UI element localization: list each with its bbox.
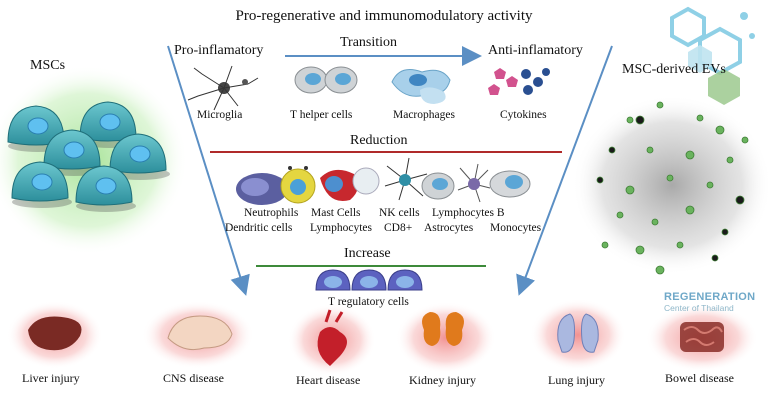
reduction-lymphocytes: Lymphocytes — [310, 222, 372, 234]
t-helper-icon — [294, 66, 358, 94]
ev-particle — [696, 114, 704, 122]
bowel-icon — [646, 304, 758, 372]
anti-inflammatory-label: Anti-inflamatory — [488, 43, 583, 58]
ev-particle — [685, 150, 695, 160]
reduction-illustrations — [236, 157, 531, 205]
organ-label-kidney: Kidney injury — [409, 373, 476, 387]
reduction-astrocytes: Astrocytes — [424, 222, 474, 234]
ev-particle — [646, 146, 654, 154]
organ-row — [7, 299, 758, 376]
ev-particle — [651, 218, 659, 226]
macrophage-icon — [391, 69, 451, 104]
reduction-monocytes: Monocytes — [490, 222, 542, 234]
reduction-lymphocytes-b: Lymphocytes B — [432, 207, 505, 219]
ev-particle — [608, 146, 616, 154]
ev-particle — [685, 205, 695, 215]
ev-particle — [656, 101, 664, 109]
ev-particle — [616, 211, 624, 219]
ev-label: MSC-derived EVs — [622, 62, 726, 77]
ev-particle — [596, 176, 604, 184]
ev-particle — [735, 195, 745, 205]
reduction-cd8: CD8+ — [384, 222, 413, 234]
treg-illustrations — [315, 269, 423, 291]
organ-label-lung: Lung injury — [548, 373, 605, 387]
lung-icon — [530, 299, 626, 371]
msc-label: MSCs — [30, 58, 66, 73]
reduction-neutrophils: Neutrophils — [244, 207, 299, 219]
logo-subtitle: Center of Thailand — [664, 303, 734, 313]
organ-label-cns: CNS disease — [163, 371, 224, 385]
hexagon-decoration — [670, 6, 755, 105]
liver-icon — [7, 301, 103, 369]
reduction-nk-cells: NK cells — [379, 207, 420, 219]
kidney-icon — [396, 302, 496, 374]
reduction-mast-cells: Mast Cells — [311, 207, 361, 219]
reduction-dendritic: Dendritic cells — [225, 222, 293, 234]
organ-label-bowel: Bowel disease — [665, 371, 734, 385]
transition-label: Transition — [340, 35, 398, 50]
msc-cell-5 — [75, 165, 136, 212]
msc-cluster — [0, 65, 188, 255]
ev-particle — [635, 115, 645, 125]
ev-particle — [601, 241, 609, 249]
microglia-icon — [187, 65, 259, 111]
cell-label-cytokines: Cytokines — [500, 109, 547, 121]
logo: REGENERATION Center of Thailand — [664, 291, 755, 313]
cell-label-macrophages: Macrophages — [393, 109, 455, 121]
organ-label-heart: Heart disease — [296, 373, 361, 387]
increase-heading: Increase — [344, 246, 391, 261]
organ-label-liver: Liver injury — [22, 371, 80, 385]
brain-icon — [142, 301, 254, 369]
ev-particle — [666, 174, 674, 182]
cell-label-microglia: Microglia — [197, 109, 243, 121]
cytokine-icon — [488, 68, 550, 95]
cell-label-t-helper: T helper cells — [290, 109, 353, 121]
ev-particle — [706, 181, 714, 189]
ev-particle — [726, 156, 734, 164]
ev-particle — [655, 265, 665, 275]
ev-particle — [721, 228, 729, 236]
ev-particle — [676, 241, 684, 249]
ev-particle — [635, 245, 645, 255]
transition-illustrations — [187, 65, 550, 111]
logo-name: REGENERATION — [664, 291, 756, 303]
ev-particle — [625, 185, 635, 195]
ev-particle — [711, 254, 719, 262]
msc-cell-4 — [11, 161, 72, 208]
ev-cloud — [572, 6, 768, 275]
pro-inflammatory-label: Pro-inflamatory — [174, 43, 264, 58]
heart-icon — [288, 304, 376, 376]
ev-particle — [715, 125, 725, 135]
page-title: Pro-regenerative and immunomodulatory ac… — [235, 8, 533, 24]
ev-particle — [741, 136, 749, 144]
treg-label: T regulatory cells — [328, 296, 409, 308]
arrows — [167, 45, 613, 296]
reduction-heading: Reduction — [350, 133, 408, 148]
ev-particle — [626, 116, 634, 124]
